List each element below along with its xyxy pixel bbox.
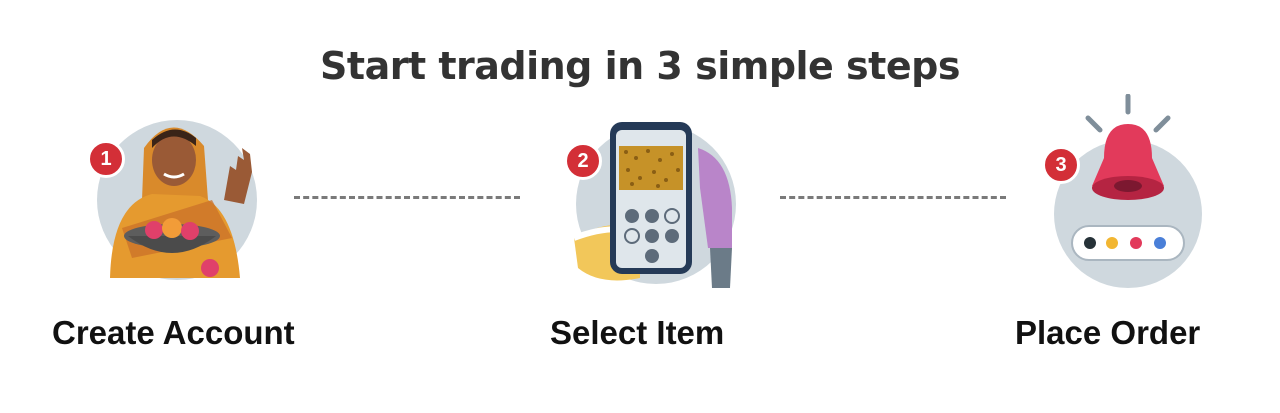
connector-line-2 [780, 196, 1006, 199]
create-account-label: Create Account [52, 314, 295, 351]
phone-grain-illustration [572, 122, 736, 288]
step-2-badge: 2 [564, 142, 602, 180]
connector-line-1 [294, 196, 520, 199]
place-order-label: Place Order [1015, 314, 1201, 351]
page-title: Start trading in 3 simple steps [320, 44, 960, 88]
woman-vendor-illustration [97, 120, 257, 280]
select-item-label: Select Item [550, 314, 725, 351]
step-1-badge: 1 [87, 140, 125, 178]
bell-alert-illustration [1054, 94, 1202, 288]
step-3-badge: 3 [1042, 146, 1080, 184]
